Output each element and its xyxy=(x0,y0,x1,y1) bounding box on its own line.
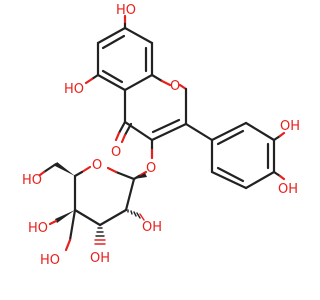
label-oh-catechol-bottom: OH xyxy=(278,182,298,197)
label-ho-top: HO xyxy=(116,3,136,18)
label-ring-oxygen: O xyxy=(170,79,180,94)
label-ho-c5: HO xyxy=(40,253,60,268)
ring-b-bonds xyxy=(184,121,276,190)
keto-group xyxy=(114,120,133,144)
label-sugar-oxygen: O xyxy=(92,158,102,173)
ring-a-bonds xyxy=(96,26,154,92)
sugar-ring-bonds xyxy=(73,165,136,227)
glycosidic-link xyxy=(132,138,154,181)
label-ho-c4: HO xyxy=(28,221,48,236)
label-ho-ch2: HO xyxy=(22,173,42,188)
molecule-structure: HO HO O O O OH OH HO O OH HO HO OH xyxy=(22,3,300,268)
ring-b-substituents xyxy=(272,131,286,181)
label-oh-c3: OH xyxy=(90,251,110,266)
label-glycosidic-oxygen: O xyxy=(146,161,156,176)
label-oh-c2: OH xyxy=(142,220,162,235)
sugar-extra-bonds xyxy=(64,208,77,252)
ring-a-substituents xyxy=(84,14,127,85)
label-keto-oxygen: O xyxy=(111,145,121,160)
label-ho-left: HO xyxy=(64,82,84,97)
sugar-stereo-bonds xyxy=(38,162,147,245)
label-oh-catechol-top: OH xyxy=(280,119,300,134)
